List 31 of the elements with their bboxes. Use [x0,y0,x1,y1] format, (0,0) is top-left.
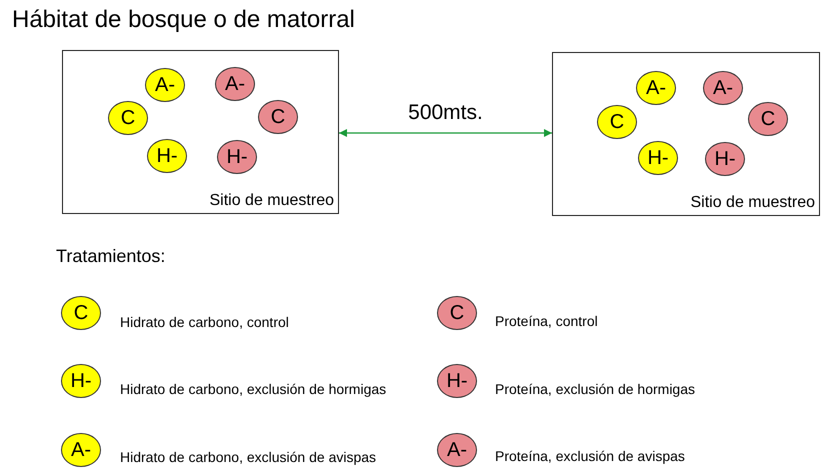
treatment-description: Proteína, control [495,313,598,329]
treatment-marker: A- [703,71,743,105]
treatment-marker: H- [705,142,745,176]
legend-heading: Tratamientos: [56,246,166,267]
treatment-description: Proteína, exclusión de avispas [495,448,685,464]
treatment-marker: C [748,102,788,136]
sampling-site-box [62,50,339,214]
distance-arrow [339,129,552,137]
sampling-site-box [552,52,820,216]
treatment-marker: C [597,105,637,139]
site-label: Sitio de muestreo [690,194,815,212]
site-label: Sitio de muestreo [209,192,334,210]
treatment-marker: H- [147,139,187,173]
treatment-marker: C [108,101,148,135]
treatment-marker: A- [437,433,477,467]
treatment-marker: C [437,296,477,330]
treatment-marker: H- [217,140,257,174]
treatment-marker: C [61,296,101,330]
treatment-description: Hidrato de carbono, exclusión de hormigas [120,381,386,397]
treatment-description: Hidrato de carbono, control [120,314,289,330]
diagram-title: Hábitat de bosque o de matorral [12,6,355,34]
treatment-description: Hidrato de carbono, exclusión de avispas [120,449,376,465]
treatment-marker: H- [61,364,101,398]
treatment-marker: A- [145,68,185,102]
treatment-marker: A- [215,67,255,101]
treatment-marker: A- [61,433,101,467]
treatment-marker: A- [636,71,676,105]
treatment-description: Proteína, exclusión de hormigas [495,381,695,397]
treatment-marker: C [258,100,298,134]
treatment-marker: H- [437,364,477,398]
treatment-marker: H- [638,141,678,175]
